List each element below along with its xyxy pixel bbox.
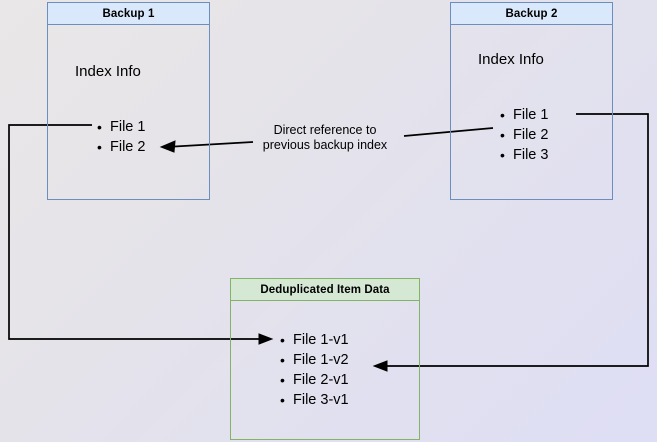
deduplicated-item-data-header: Deduplicated Item Data	[231, 279, 419, 301]
backup-2-index-info-label: Index Info	[478, 51, 544, 68]
backup-2-file-list: File 1 File 2 File 3	[497, 105, 549, 165]
list-item: File 2	[500, 125, 549, 145]
edge-label-line-1: Direct reference to	[273, 123, 377, 137]
backup-1-box[interactable]: Backup 1 Index Info File 1 File 2	[47, 2, 210, 200]
list-item: File 1	[97, 117, 146, 137]
list-item: File 1	[500, 105, 549, 125]
edge-label-direct-reference: Direct reference to previous backup inde…	[250, 123, 400, 153]
list-item: File 2-v1	[280, 370, 349, 390]
deduplicated-item-data-title: Deduplicated Item Data	[260, 283, 390, 296]
list-item: File 1-v2	[280, 350, 349, 370]
list-item: File 3	[500, 145, 549, 165]
connector-backup1-file1-to-dedup	[8, 124, 274, 345]
backup-1-header: Backup 1	[48, 3, 209, 25]
backup-1-index-info-label: Index Info	[75, 63, 141, 80]
backup-2-title: Backup 2	[505, 7, 558, 20]
list-item: File 3-v1	[280, 390, 349, 410]
list-item: File 1-v1	[280, 330, 349, 350]
backup-2-box[interactable]: Backup 2 Index Info File 1 File 2 File 3	[450, 2, 613, 200]
edge-label-line-2: previous backup index	[262, 138, 388, 152]
deduplicated-item-data-box[interactable]: Deduplicated Item Data File 1-v1 File 1-…	[230, 278, 420, 440]
backup-1-file-list: File 1 File 2	[94, 117, 146, 157]
deduplicated-file-list: File 1-v1 File 1-v2 File 2-v1 File 3-v1	[277, 330, 349, 410]
backup-2-header: Backup 2	[451, 3, 612, 25]
list-item: File 2	[97, 137, 146, 157]
backup-1-title: Backup 1	[102, 7, 155, 20]
